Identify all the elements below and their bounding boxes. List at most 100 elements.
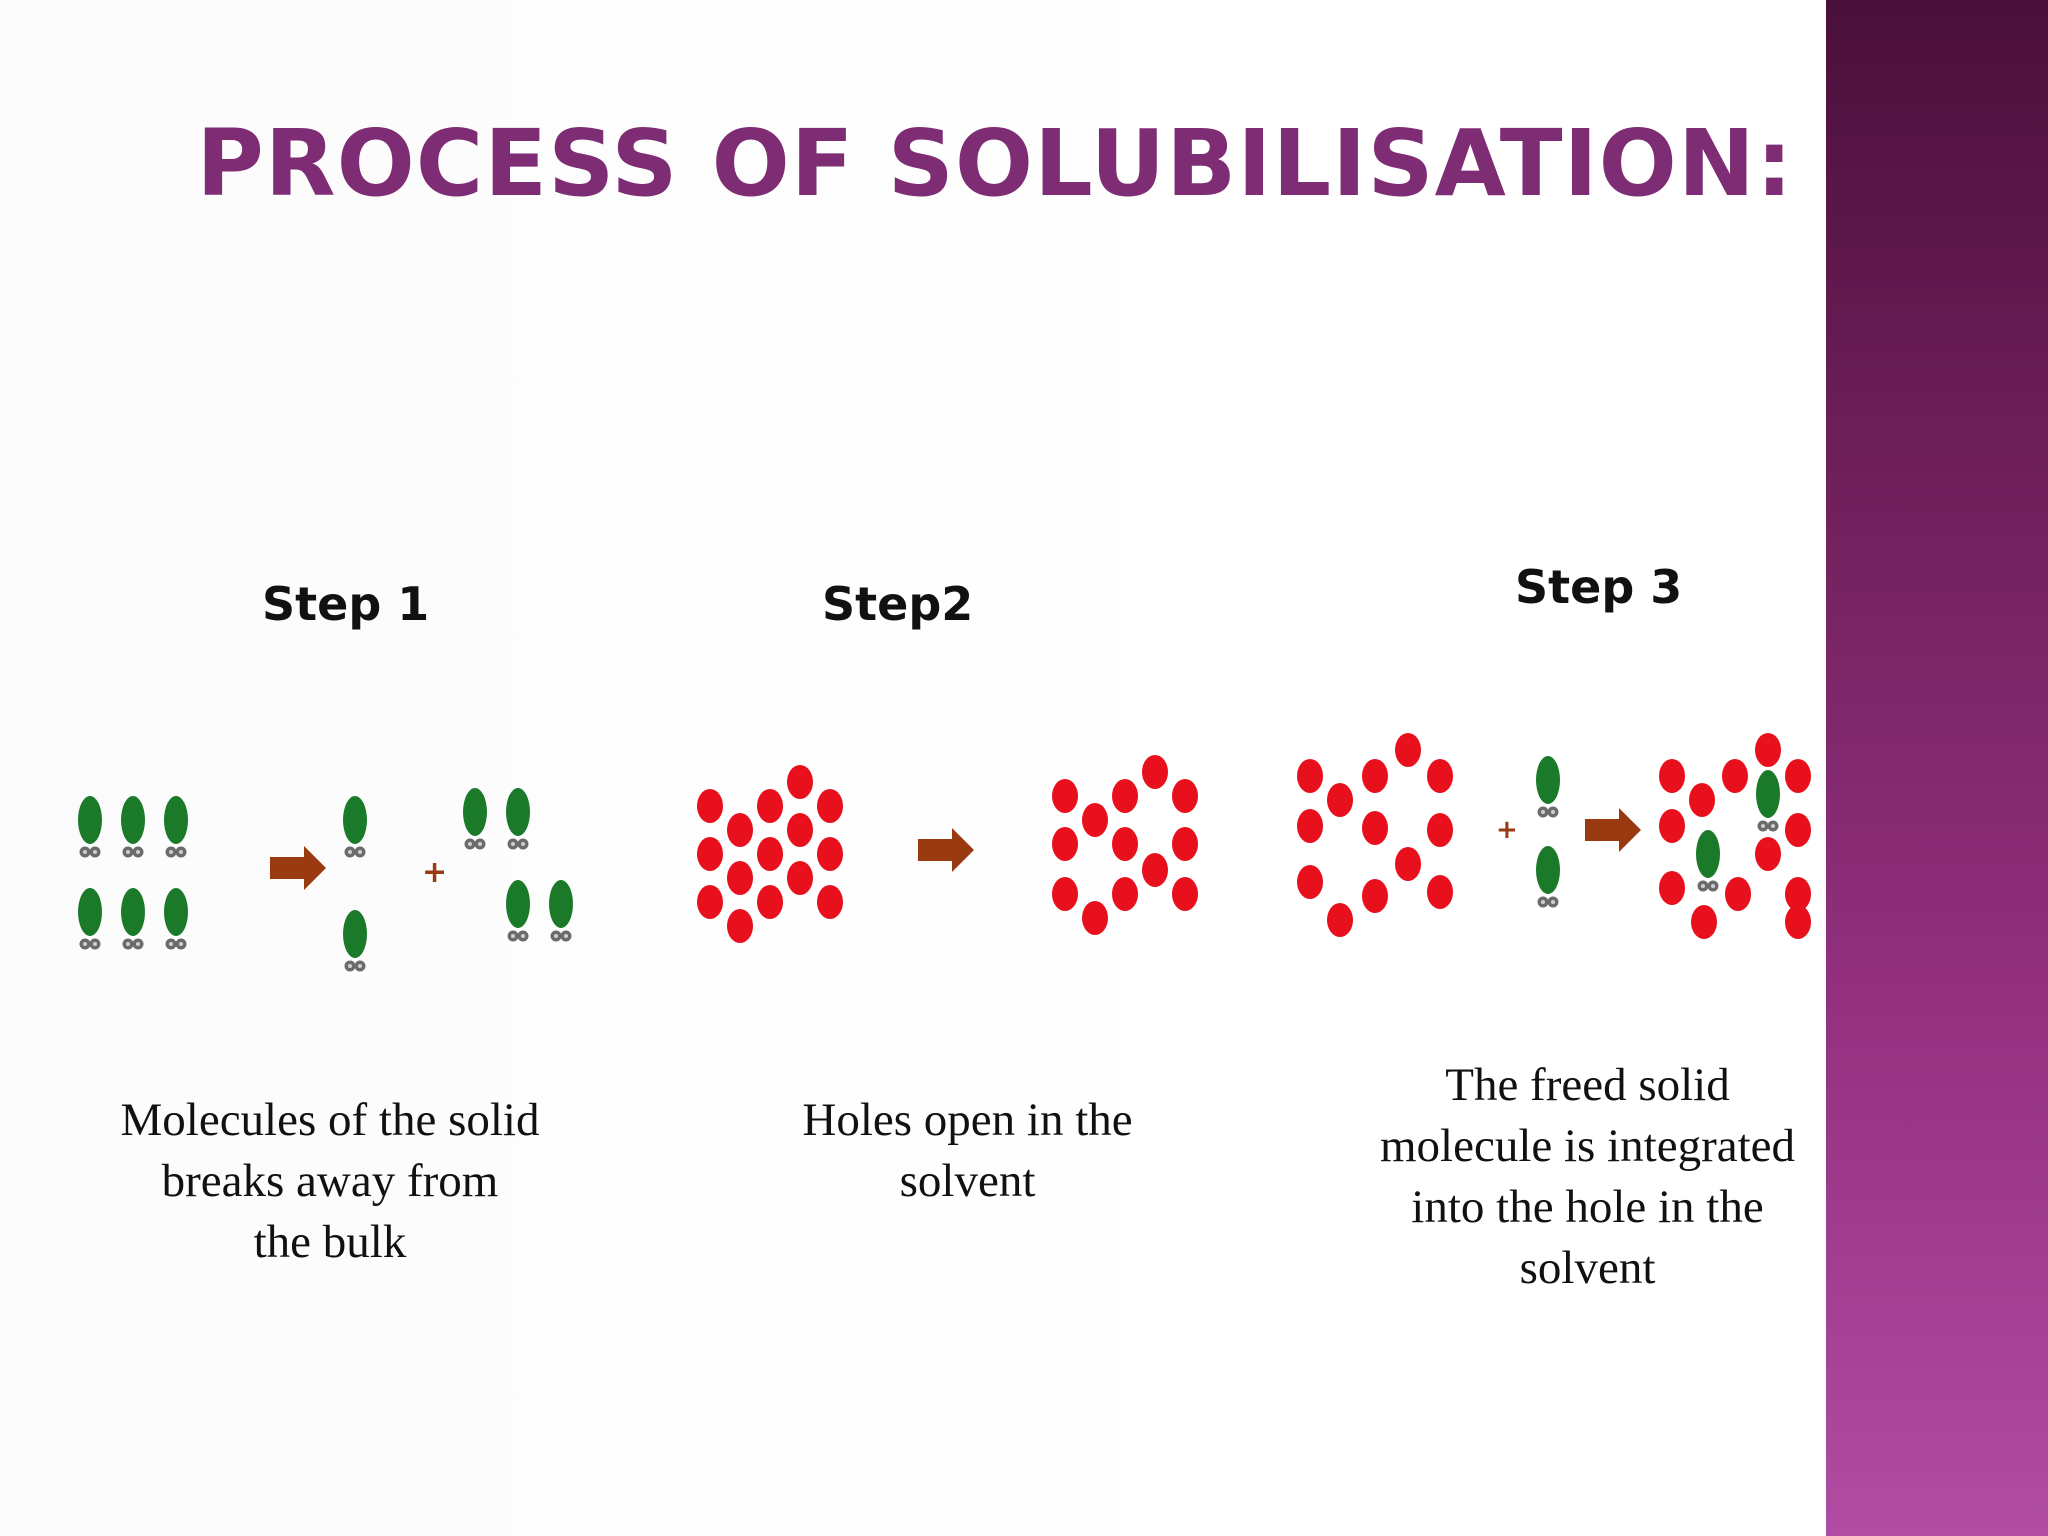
solvent-molecule	[727, 909, 753, 943]
solvent-molecule	[727, 813, 753, 847]
solvent-molecule	[1689, 783, 1715, 817]
solid-molecule	[121, 888, 145, 950]
solvent-molecule	[1327, 903, 1353, 937]
solvent-molecule	[1082, 803, 1108, 837]
arrow-icon	[1585, 808, 1641, 852]
solvent-molecule	[1691, 905, 1717, 939]
solvent-molecule	[1725, 877, 1751, 911]
solvent-molecule	[1722, 759, 1748, 793]
solvent-molecule	[1362, 879, 1388, 913]
solvent-molecule	[1785, 905, 1811, 939]
solvent-molecule	[1395, 733, 1421, 767]
freed-solid-molecule	[1536, 846, 1560, 908]
solvent-molecule	[1785, 813, 1811, 847]
solvent-molecule	[1362, 811, 1388, 845]
decorative-sidebar	[1826, 0, 2048, 1536]
step-1-label: Step 1	[262, 577, 430, 631]
solvent-molecule	[1172, 827, 1198, 861]
plus-icon: +	[1496, 815, 1518, 845]
solvent-molecule	[1172, 779, 1198, 813]
solid-molecule	[506, 880, 530, 942]
integrated-solid-molecule	[1756, 770, 1780, 832]
solvent-molecule	[1142, 755, 1168, 789]
solvent-molecule	[1755, 733, 1781, 767]
solvent-molecule	[1112, 827, 1138, 861]
step-2-svg	[697, 755, 1198, 943]
caption-line: into the hole in the	[1411, 1181, 1764, 1233]
caption-line: the bulk	[253, 1216, 407, 1268]
step-3-diagram: +	[1280, 710, 1826, 960]
solvent-molecule	[1659, 809, 1685, 843]
solvent-molecule	[1362, 759, 1388, 793]
freed-solid-molecule	[1536, 756, 1560, 818]
solvent-molecule	[727, 861, 753, 895]
solvent-molecule	[817, 885, 843, 919]
solvent-molecule	[1052, 877, 1078, 911]
step-1-svg: +	[78, 788, 573, 972]
solvent-molecule	[1112, 877, 1138, 911]
solvent-molecule	[1395, 847, 1421, 881]
solid-molecule	[164, 796, 188, 858]
solid-molecule	[78, 796, 102, 858]
caption-line: Holes open in the	[802, 1094, 1133, 1146]
solvent-with-hole	[1052, 755, 1198, 935]
caption-line: The freed solid	[1445, 1059, 1730, 1111]
caption-line: solvent	[899, 1155, 1036, 1207]
solid-bulk	[78, 796, 188, 950]
solid-molecule	[164, 888, 188, 950]
step-1-caption: Molecules of the solid breaks away from …	[80, 1090, 580, 1273]
solvent-molecule	[697, 885, 723, 919]
solid-molecule	[506, 788, 530, 850]
solvent-molecule	[1297, 759, 1323, 793]
solvent-molecule	[1112, 779, 1138, 813]
solvent-molecule	[787, 861, 813, 895]
step-3-svg: +	[1297, 733, 1811, 939]
integrated-solid-molecule	[1696, 830, 1720, 892]
solvent-molecule	[1785, 759, 1811, 793]
solvent-molecule	[817, 789, 843, 823]
solvent-molecule	[1327, 783, 1353, 817]
solvent-molecule	[757, 885, 783, 919]
solvent-molecule	[1427, 875, 1453, 909]
solvent-molecule	[1755, 837, 1781, 871]
caption-line: solvent	[1519, 1242, 1656, 1294]
solvent-molecule	[817, 837, 843, 871]
solvent-molecule	[1052, 779, 1078, 813]
solvent-molecule	[697, 789, 723, 823]
step-3-caption: The freed solid molecule is integrated i…	[1345, 1055, 1830, 1299]
solvent-molecule	[1297, 865, 1323, 899]
freed-solid-molecule	[343, 796, 367, 858]
solvent-molecule	[1659, 759, 1685, 793]
solvent-with-integrated-solid	[1659, 733, 1811, 939]
arrow-icon	[270, 846, 326, 890]
solvent-molecule	[1082, 901, 1108, 935]
solvent-molecule	[1052, 827, 1078, 861]
solvent-molecule	[787, 765, 813, 799]
solvent-molecule	[1659, 871, 1685, 905]
solvent-molecule	[1297, 809, 1323, 843]
solvent-lattice	[697, 765, 843, 943]
solvent-molecule	[697, 837, 723, 871]
solvent-molecule	[787, 813, 813, 847]
solvent-molecule	[757, 837, 783, 871]
solid-molecule	[121, 796, 145, 858]
solvent-molecule	[1427, 813, 1453, 847]
solvent-molecule	[1172, 877, 1198, 911]
step-2-caption: Holes open in the solvent	[730, 1090, 1205, 1212]
solvent-with-hole	[1297, 733, 1453, 937]
caption-line: breaks away from	[161, 1155, 499, 1207]
solvent-molecule	[757, 789, 783, 823]
step-2-label: Step2	[822, 577, 974, 631]
solvent-molecule	[1427, 759, 1453, 793]
solid-molecule	[78, 888, 102, 950]
plus-icon: +	[422, 855, 447, 890]
step-3-label: Step 3	[1515, 560, 1683, 614]
step-1-diagram: +	[60, 760, 600, 1000]
solid-molecule	[549, 880, 573, 942]
solid-molecule	[463, 788, 487, 850]
caption-line: molecule is integrated	[1379, 1120, 1795, 1172]
solvent-molecule	[1142, 853, 1168, 887]
freed-solid-molecule	[343, 910, 367, 972]
arrow-icon	[918, 828, 974, 872]
